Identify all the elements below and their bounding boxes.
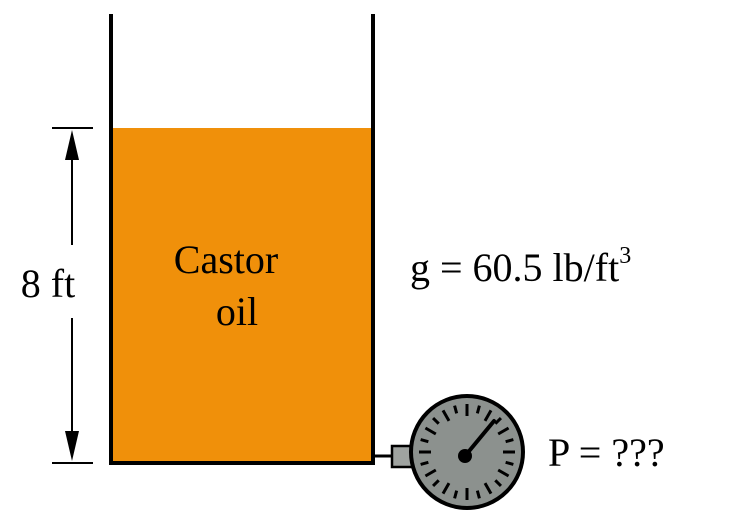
specific-weight-label: g = 60.5 lb/ft3	[410, 243, 631, 290]
height-dimension	[52, 127, 93, 464]
gauge-tick	[441, 409, 451, 422]
arrow-up-icon	[65, 130, 79, 160]
gauge-hub	[458, 449, 472, 463]
gauge-tick	[431, 416, 440, 425]
gauge-connection	[373, 444, 416, 469]
gauge-tick	[497, 468, 510, 478]
tank-walls	[109, 14, 375, 465]
fluid-label-line2: oil	[216, 289, 258, 334]
gauge-tick	[494, 479, 503, 488]
gauge-tick	[475, 405, 481, 414]
gauge-tick	[420, 438, 429, 444]
specific-weight-text: g = 60.5 lb/ft	[410, 245, 619, 290]
fluid-label-line1: Castor	[174, 237, 278, 282]
specific-weight-exponent: 3	[619, 243, 631, 269]
gauge-tick	[420, 460, 429, 466]
gauge-tick	[505, 460, 514, 466]
gauge-tick	[475, 490, 481, 499]
oil-fill	[111, 128, 373, 463]
gauge-tick	[453, 490, 459, 499]
gauge-tick	[494, 416, 503, 425]
gauge-needle	[463, 419, 496, 458]
gauge-tick	[441, 482, 451, 495]
gauge-tick	[483, 482, 493, 495]
gauge-tick	[505, 438, 514, 444]
pressure-gauge-icon	[409, 394, 525, 510]
gauge-tick	[497, 426, 510, 436]
gauge-tick	[424, 468, 437, 478]
gauge-tick	[431, 479, 440, 488]
pressure-label: P = ???	[548, 430, 665, 475]
gauge-tick	[424, 426, 437, 436]
gauge-ticks	[419, 404, 515, 500]
gauge-tick	[453, 405, 459, 414]
height-label: 8 ft	[21, 261, 75, 306]
arrow-down-icon	[65, 431, 79, 461]
gauge-tick	[483, 409, 493, 422]
